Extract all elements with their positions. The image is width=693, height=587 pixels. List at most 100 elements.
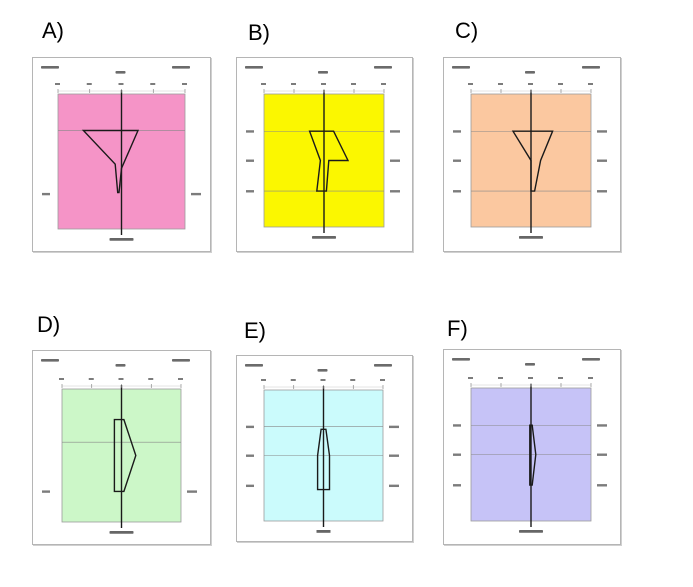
right-ion-mark <box>597 453 607 456</box>
scale-mark <box>118 378 124 380</box>
left-ion-mark <box>453 190 461 193</box>
header-mark <box>374 364 392 367</box>
panel-letter: D) <box>37 312 61 337</box>
header-mark <box>115 364 126 367</box>
left-ion-mark <box>42 192 50 196</box>
scale-mark <box>182 83 187 85</box>
right-ion-mark <box>389 484 399 488</box>
right-ion-mark <box>389 454 399 457</box>
stiff-diagram-panel <box>443 57 621 252</box>
caption-mark <box>312 236 336 239</box>
header-mark <box>41 66 59 69</box>
scale-mark <box>528 377 533 379</box>
scale-mark <box>380 379 385 381</box>
stiff-diagram <box>452 66 607 239</box>
stiff-polygon <box>529 424 537 486</box>
right-ion-mark <box>191 192 201 196</box>
panel-letter: C) <box>455 18 479 43</box>
scale-mark <box>88 378 94 380</box>
header-mark <box>41 359 59 362</box>
header-mark <box>525 71 535 74</box>
caption-mark <box>109 238 134 241</box>
left-ion-mark <box>453 424 461 427</box>
scale-mark <box>350 379 356 381</box>
scale-mark <box>291 83 296 85</box>
panel-letter: F) <box>447 316 468 341</box>
caption-mark <box>109 531 134 534</box>
caption-mark <box>316 530 331 533</box>
header-mark <box>525 363 535 366</box>
caption-mark <box>519 236 543 239</box>
left-ion-mark <box>42 490 50 493</box>
right-ion-mark <box>597 190 607 193</box>
right-ion-mark <box>597 484 607 487</box>
left-ion-mark <box>246 484 254 488</box>
caption-mark <box>519 530 543 533</box>
stiff-diagram-panel <box>236 57 413 252</box>
right-ion-mark <box>597 130 607 133</box>
right-ion-mark <box>597 159 607 162</box>
scale-mark <box>320 379 326 381</box>
right-ion-mark <box>389 425 399 429</box>
stiff-diagram-panel <box>236 355 413 542</box>
header-mark <box>452 358 470 361</box>
left-ion-mark <box>246 130 254 133</box>
header-mark <box>115 71 126 74</box>
stiff-diagram-panel <box>443 349 621 545</box>
left-ion-mark <box>453 159 461 162</box>
stiff-diagram <box>452 358 607 533</box>
left-ion-mark <box>246 425 254 429</box>
stiff-diagram <box>245 364 399 533</box>
stiff-diagram <box>245 66 400 239</box>
header-mark <box>452 66 470 69</box>
scale-mark <box>588 83 593 85</box>
header-mark <box>172 359 190 362</box>
header-mark <box>582 66 600 69</box>
stiff-polygon <box>308 130 350 192</box>
scale-mark <box>118 83 124 85</box>
left-ion-mark <box>246 190 254 193</box>
stiff-polygon <box>316 428 331 491</box>
left-ion-mark <box>246 454 254 457</box>
panel-letter: A) <box>42 18 64 43</box>
left-ion-mark <box>246 159 254 162</box>
scale-mark <box>468 377 473 379</box>
header-mark <box>582 358 600 361</box>
scale-mark <box>528 83 533 85</box>
left-ion-mark <box>453 453 461 456</box>
scale-mark <box>468 83 473 85</box>
left-ion-mark <box>453 484 461 487</box>
right-ion-mark <box>187 490 197 493</box>
stiff-polygon <box>81 129 140 194</box>
right-ion-mark <box>390 190 400 193</box>
header-mark <box>317 369 328 372</box>
panel-letter: B) <box>248 20 270 45</box>
header-mark <box>245 66 263 69</box>
scale-mark <box>150 83 156 85</box>
scale-mark <box>558 377 563 379</box>
panel-letter: E) <box>244 318 266 343</box>
scale-mark <box>558 83 563 85</box>
header-mark <box>374 66 392 69</box>
scale-mark <box>86 83 92 85</box>
scale-mark <box>178 378 183 380</box>
stiff-polygon <box>511 130 554 192</box>
stiff-polygon <box>113 418 137 493</box>
scale-mark <box>290 379 296 381</box>
header-mark <box>245 364 263 367</box>
header-mark <box>318 71 328 74</box>
scale-mark <box>148 378 154 380</box>
stiff-diagram-panel <box>32 57 211 252</box>
left-ion-mark <box>453 130 461 133</box>
right-ion-mark <box>390 130 400 133</box>
scale-mark <box>498 83 503 85</box>
scale-mark <box>588 377 593 379</box>
stiff-diagram <box>41 66 201 241</box>
scale-mark <box>59 378 64 380</box>
scale-mark <box>261 83 266 85</box>
scale-mark <box>351 83 356 85</box>
scale-mark <box>381 83 386 85</box>
stiff-diagram-panel <box>32 350 211 545</box>
right-ion-mark <box>597 424 607 427</box>
scale-mark <box>498 377 503 379</box>
